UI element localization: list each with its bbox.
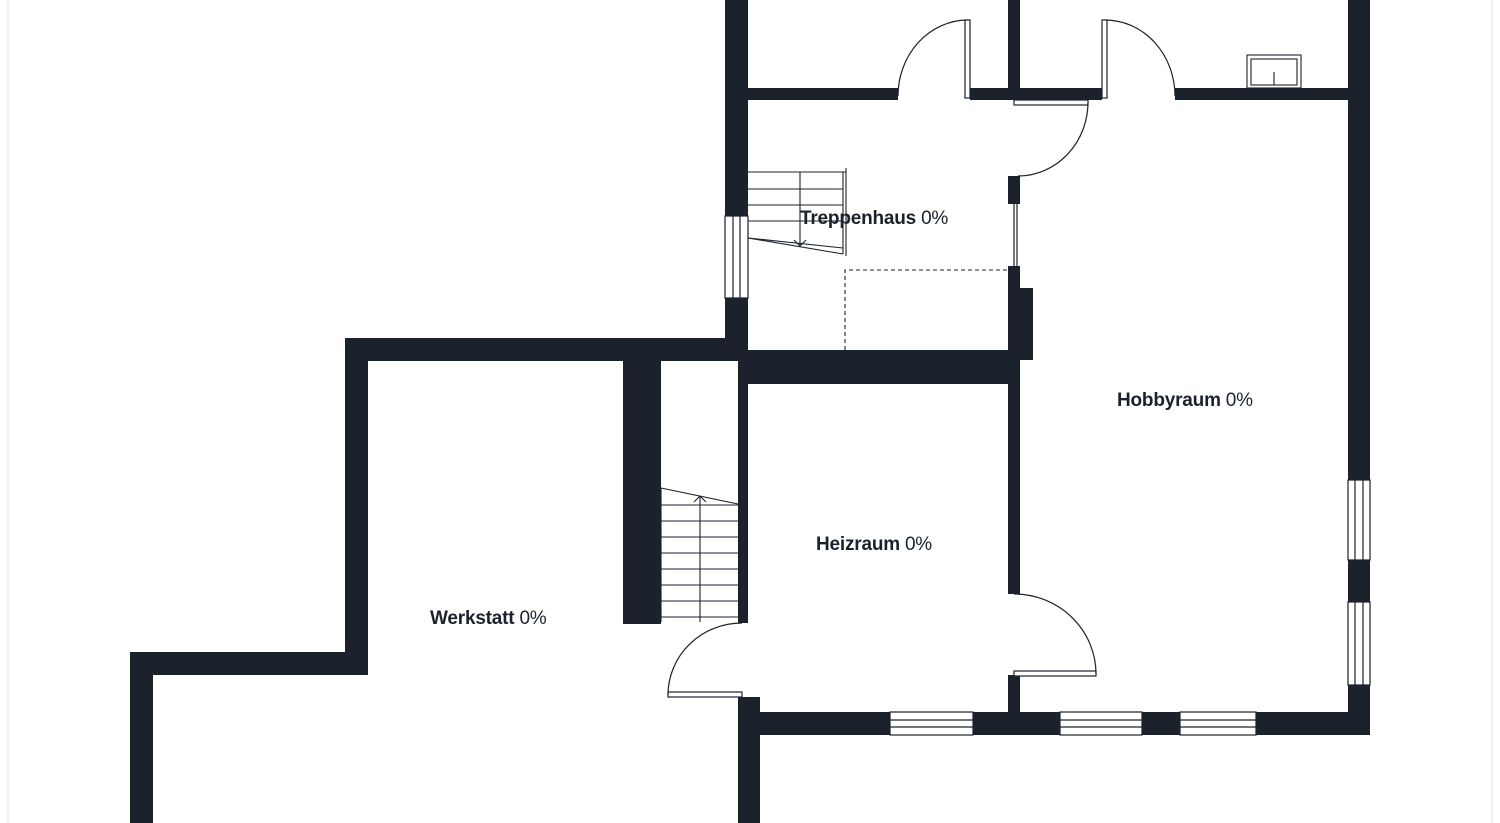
- page-frame: [7, 0, 1493, 823]
- room-name: Werkstatt: [430, 608, 515, 629]
- walls: [130, 0, 1370, 823]
- room-percent: 0%: [904, 534, 932, 555]
- sink-icon: [1246, 54, 1302, 89]
- wall: [738, 350, 1020, 384]
- window-hobby-south-1: [1059, 711, 1143, 736]
- wall: [738, 712, 890, 735]
- wall: [623, 361, 661, 624]
- wall: [973, 712, 1060, 735]
- door-storage-left: [897, 19, 971, 99]
- wall: [1008, 176, 1020, 204]
- stairs-icon: [747, 168, 1008, 350]
- wall: [1175, 88, 1350, 100]
- stairs-icon: [660, 487, 739, 622]
- room-percent: 0%: [519, 608, 547, 629]
- wall: [1348, 560, 1370, 602]
- window-icon: [724, 215, 1371, 736]
- wall: [345, 338, 368, 675]
- door-werkstatt-heizraum: [667, 622, 743, 698]
- room-name: Hobbyraum: [1117, 390, 1221, 411]
- wall: [970, 88, 1008, 100]
- window-heizraum-south: [889, 711, 974, 736]
- wall: [748, 88, 898, 100]
- door-storage-right: [1101, 19, 1176, 99]
- wall: [1020, 288, 1033, 360]
- room-name: Treppenhaus: [800, 208, 917, 229]
- window-hobby-east-2: [1347, 601, 1371, 686]
- room-percent: 0%: [921, 208, 949, 229]
- wall: [1008, 0, 1020, 100]
- wall: [130, 652, 153, 823]
- wall: [738, 361, 748, 623]
- room-name: Heizraum: [816, 534, 900, 555]
- window-hobby-east-1: [1347, 479, 1371, 561]
- wall: [1142, 712, 1180, 735]
- room-percent: 0%: [1225, 390, 1253, 411]
- door-swing-icon: [667, 19, 1176, 698]
- wall: [1008, 384, 1020, 594]
- door-stairwell-hobby: [1013, 99, 1089, 177]
- door-heizraum-hobby: [1013, 593, 1097, 677]
- window-stairwell-west: [724, 215, 749, 299]
- wall: [1256, 712, 1370, 735]
- wall: [1008, 266, 1020, 356]
- wall: [345, 338, 748, 361]
- window-hobby-south-2: [1179, 711, 1257, 736]
- wall: [1020, 88, 1102, 100]
- wall: [130, 652, 368, 675]
- wall: [1348, 0, 1370, 480]
